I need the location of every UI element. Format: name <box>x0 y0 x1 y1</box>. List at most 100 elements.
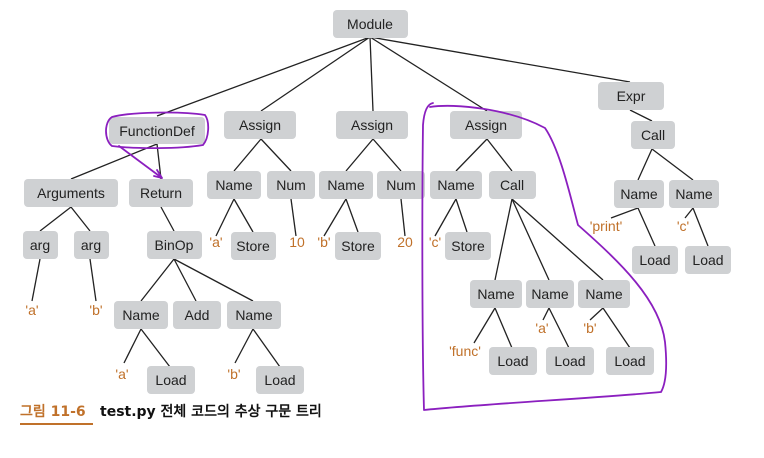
node-label: Name <box>620 186 658 202</box>
node-name: Name <box>470 280 522 308</box>
node-assign: Assign <box>336 111 408 139</box>
edge <box>215 198 235 237</box>
edge <box>290 198 297 237</box>
node-label: Call <box>500 177 524 193</box>
edge <box>323 198 347 237</box>
edge <box>233 138 262 172</box>
edge <box>140 258 175 302</box>
edge <box>486 138 513 172</box>
node-expr: Expr <box>598 82 664 110</box>
node-load: Load <box>489 347 537 375</box>
edge <box>345 198 359 233</box>
node-name: Name <box>614 180 664 208</box>
edge <box>400 198 406 237</box>
literal-label: 20 <box>397 234 413 250</box>
node-label: Name <box>585 286 623 302</box>
node-label: Return <box>140 185 182 201</box>
edge <box>140 328 171 368</box>
edge <box>156 143 162 180</box>
node-return: Return <box>129 179 193 207</box>
node-label: Store <box>236 238 270 254</box>
node-label: Load <box>155 372 186 388</box>
edge <box>369 36 488 112</box>
literal-label: 'print' <box>590 218 623 234</box>
node-name: Name <box>669 180 719 208</box>
node-label: Assign <box>239 117 281 133</box>
edge <box>629 109 653 122</box>
tree-edges <box>31 36 709 368</box>
node-arg: arg <box>23 231 58 259</box>
assign-subtree-outline <box>421 102 668 411</box>
node-binop: BinOp <box>147 231 202 259</box>
node-label: Store <box>341 238 375 254</box>
node-label: Load <box>692 252 723 268</box>
literal-label: 'a' <box>209 234 222 250</box>
node-name: Name <box>114 301 168 329</box>
edge <box>252 328 281 368</box>
node-call: Call <box>631 121 675 149</box>
node-label: Num <box>386 177 416 193</box>
node-module: Module <box>333 10 408 38</box>
edge <box>473 307 496 344</box>
edge <box>156 36 371 117</box>
node-functiondef: FunctionDef <box>109 117 205 144</box>
node-label: Num <box>276 177 306 193</box>
node-label: Assign <box>351 117 393 133</box>
node-name: Name <box>430 171 482 199</box>
node-label: Expr <box>617 88 646 104</box>
literal-label: 'a' <box>115 366 128 382</box>
node-label: Add <box>185 307 210 323</box>
node-label: Name <box>477 286 515 302</box>
edge <box>494 198 513 281</box>
edge <box>511 198 550 281</box>
node-name: Name <box>578 280 630 308</box>
node-assign: Assign <box>450 111 522 139</box>
node-name: Name <box>526 280 574 308</box>
node-store: Store <box>445 232 491 260</box>
node-label: Name <box>215 177 253 193</box>
functiondef-arrow <box>118 145 163 179</box>
edge <box>160 206 175 232</box>
literal-label: 'c' <box>429 234 441 250</box>
node-name: Name <box>227 301 281 329</box>
edge <box>602 307 631 349</box>
edge <box>372 138 402 172</box>
literal-label: 'b' <box>89 302 102 318</box>
highlight-annotations <box>105 102 668 411</box>
literal-label: 'c' <box>677 218 689 234</box>
node-label: Name <box>122 307 160 323</box>
node-num: Num <box>377 171 425 199</box>
literal-label: 'a' <box>25 302 38 318</box>
edge <box>434 198 457 237</box>
node-label: Load <box>639 252 670 268</box>
node-label: Name <box>531 286 569 302</box>
node-store: Store <box>335 232 381 260</box>
edge <box>70 143 158 180</box>
node-label: Load <box>264 372 295 388</box>
node-load: Load <box>546 347 594 375</box>
edge <box>234 328 254 364</box>
node-label: Name <box>327 177 365 193</box>
edge <box>548 307 570 349</box>
node-add: Add <box>173 301 221 329</box>
edge <box>39 206 72 232</box>
edge <box>637 207 656 247</box>
literal-label: 'func' <box>449 343 481 359</box>
edge <box>89 258 97 302</box>
edge <box>692 207 709 247</box>
node-name: Name <box>319 171 373 199</box>
edge <box>589 307 604 321</box>
caption-prefix: 그림 11-6 <box>20 404 86 420</box>
edge <box>260 138 292 172</box>
node-call: Call <box>489 171 536 199</box>
literal-leaves: 'a' 'b' 'a' 'b' 'a' 10 'b' 20 'c' 'func'… <box>25 218 689 382</box>
edge <box>260 36 371 112</box>
node-label: Call <box>641 127 665 143</box>
edge <box>511 198 604 281</box>
edge <box>123 328 142 364</box>
node-label: Load <box>614 353 645 369</box>
node-load: Load <box>256 366 304 394</box>
node-arg: arg <box>74 231 109 259</box>
